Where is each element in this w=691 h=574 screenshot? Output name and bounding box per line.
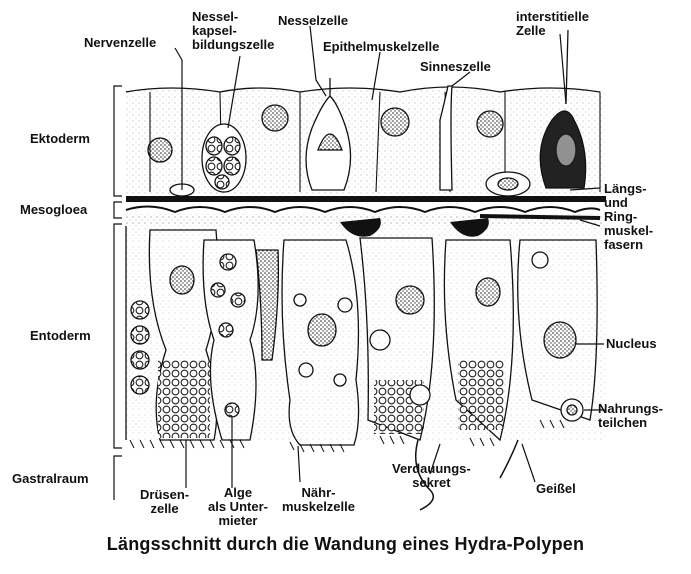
layer-entoderm: Entoderm	[30, 329, 91, 343]
label-alge: Alge als Unter- mieter	[208, 486, 268, 528]
label-naehrmuskelzelle: Nähr- muskelzelle	[282, 486, 355, 514]
figure-caption: Längsschnitt durch die Wandung eines Hyd…	[0, 534, 691, 555]
label-nervenzelle: Nervenzelle	[84, 36, 156, 50]
layer-gastralraum: Gastralraum	[12, 472, 89, 486]
label-geissel: Geißel	[536, 482, 576, 496]
ectoderm-layer	[126, 30, 606, 196]
label-verdauungssekret: Verdauungs- sekret	[392, 462, 471, 490]
label-nahrungsteilchen: Nahrungs- teilchen	[598, 402, 663, 430]
label-nesselkapselbildungszelle: Nessel- kapsel- bildungszelle	[192, 10, 274, 52]
label-epithelmuskelzelle: Epithelmuskelzelle	[323, 40, 439, 54]
label-nesselzelle: Nesselzelle	[278, 14, 348, 28]
layer-ektoderm: Ektoderm	[30, 132, 90, 146]
label-nucleus: Nucleus	[606, 337, 657, 351]
label-interstitielle-zelle: interstitielle Zelle	[516, 10, 589, 38]
layer-brackets	[114, 86, 122, 500]
layer-mesogloea: Mesogloea	[20, 203, 87, 217]
label-sinneszelle: Sinneszelle	[420, 60, 491, 74]
label-muskelfasern: Längs- und Ring- muskel- fasern	[604, 182, 653, 252]
entoderm-layer	[126, 226, 606, 510]
label-druesenzelle: Drüsen- zelle	[140, 488, 189, 516]
